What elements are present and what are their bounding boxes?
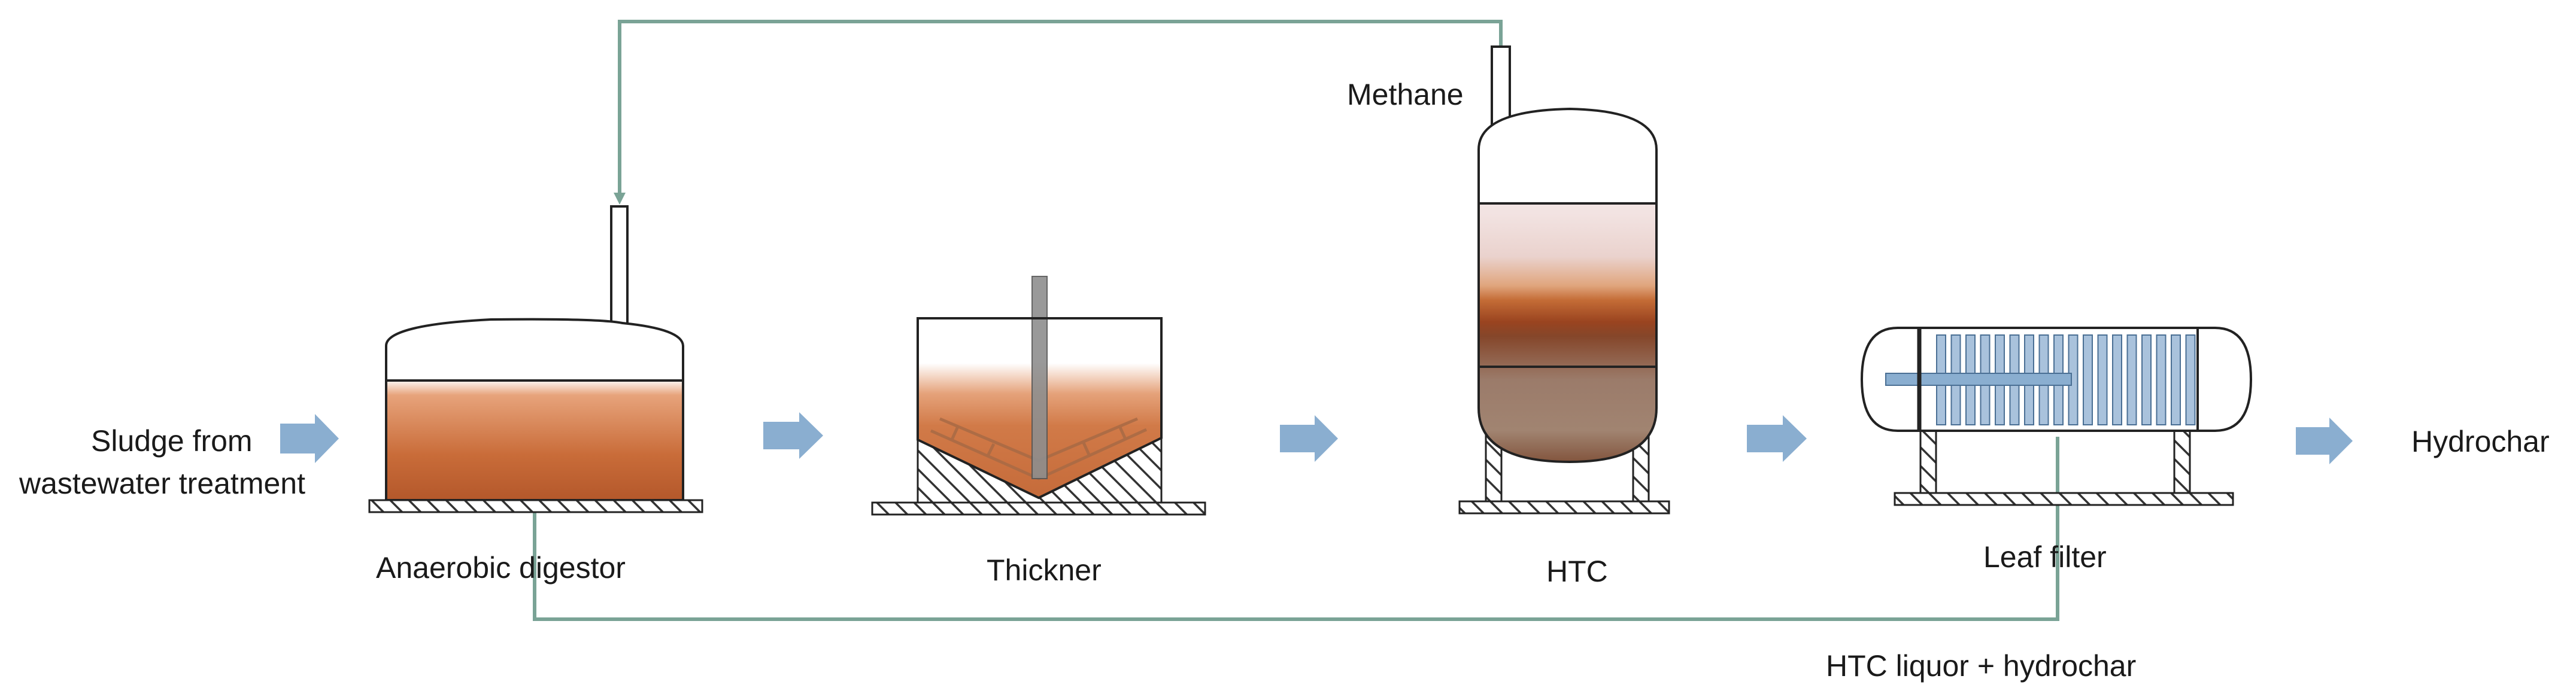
filter-leg-right	[2173, 430, 2191, 494]
htc-base	[1458, 500, 1670, 515]
filter-leg-left	[1919, 430, 1937, 494]
feed-label-line1: Sludge from	[91, 424, 253, 458]
htc-vessel	[1477, 107, 1658, 464]
filter-leaf	[2097, 334, 2108, 425]
digester-vessel	[385, 318, 684, 501]
htc-label: HTC	[1546, 555, 1608, 588]
product-label: Hydrochar	[2411, 425, 2550, 458]
thickener-shaft	[1031, 276, 1048, 479]
labels: Sludge from wastewater treatment Anaerob…	[19, 78, 2550, 683]
arrow-right-icon	[1747, 415, 1807, 462]
filter-leaf	[2126, 334, 2137, 425]
methane-recycle-pipe	[614, 20, 1503, 205]
arrow-right-icon	[1280, 415, 1338, 462]
filter-leaf	[2083, 334, 2093, 425]
filter-leaf	[2185, 334, 2196, 425]
leaf-filter	[1860, 327, 2253, 506]
filter-leaf	[2156, 334, 2167, 425]
filter-base	[1894, 492, 2234, 506]
thickener-base	[871, 501, 1206, 516]
flow-arrows	[280, 412, 2353, 464]
anaerobic-digester	[368, 205, 703, 513]
liquor-label: HTC liquor + hydrochar	[1826, 649, 2136, 683]
htc-reactor	[1458, 45, 1670, 515]
thickener-label: Thickner	[987, 553, 1102, 587]
liquor-return-pipe	[533, 437, 2059, 621]
filter-label: Leaf filter	[1983, 540, 2107, 574]
filter-leaf	[2171, 334, 2181, 425]
digester-label: Anaerobic digestor	[376, 551, 626, 585]
filter-leaf	[2112, 334, 2122, 425]
arrow-right-icon	[763, 412, 823, 459]
digester-gas-outlet	[610, 205, 629, 326]
filter-center-pipe	[1885, 373, 2072, 386]
thickener	[871, 276, 1206, 516]
arrow-right-icon	[2296, 418, 2353, 464]
digester-base	[368, 499, 703, 513]
feed-label-line2: wastewater treatment	[19, 467, 305, 500]
filter-leaf	[2141, 334, 2152, 425]
arrow-right-icon	[280, 414, 339, 463]
methane-label: Methane	[1347, 78, 1464, 111]
